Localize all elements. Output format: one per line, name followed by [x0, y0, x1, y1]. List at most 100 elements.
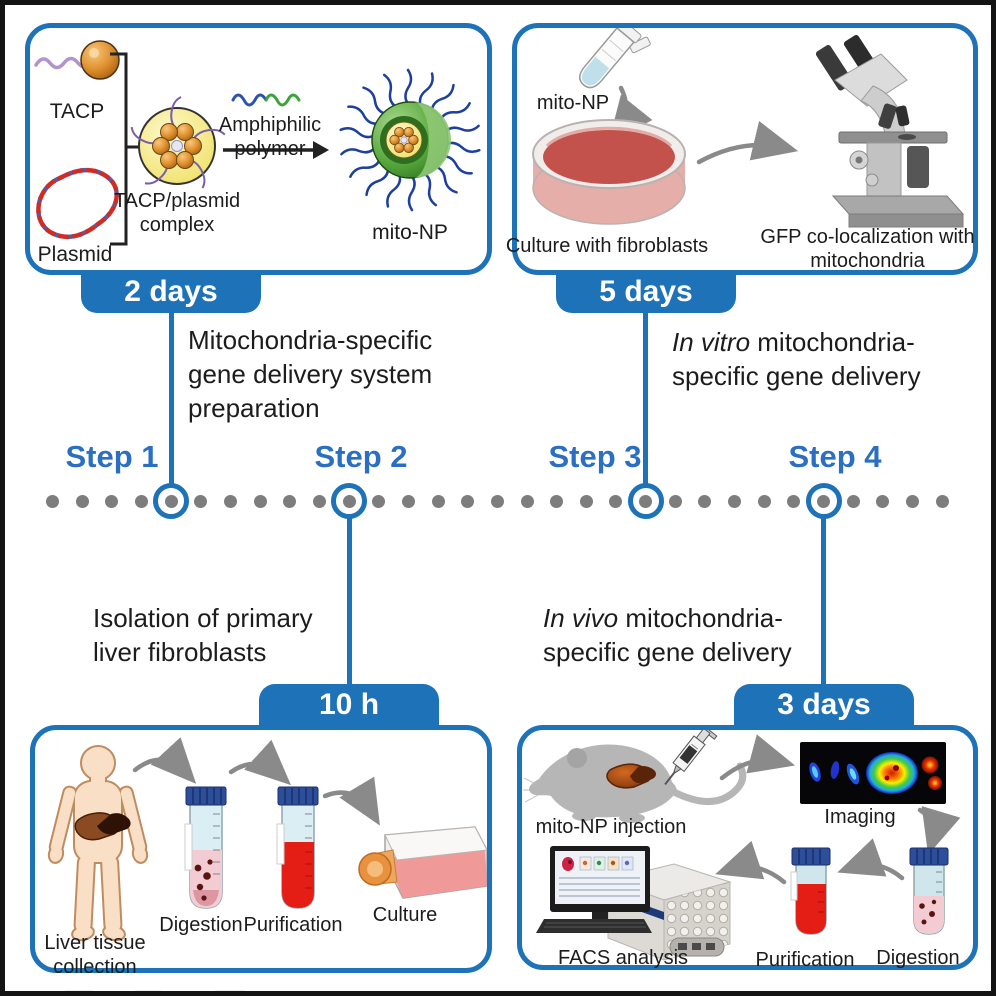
complex-icon	[130, 96, 226, 189]
mouse-icon	[523, 744, 747, 823]
liver-icon	[74, 812, 131, 841]
arrow-mouse-to-imaging	[719, 734, 796, 781]
timeline-dot	[846, 495, 860, 508]
arrow-purification-to-facs	[715, 840, 787, 885]
step-3-label: Step 3	[548, 439, 642, 474]
timeline-dot	[757, 495, 771, 508]
timeline-dot	[312, 495, 326, 508]
description-isolation: Isolation of primary liver fibroblasts	[93, 603, 313, 667]
microscope-label: GFP co-localization with mitochondria	[760, 226, 975, 272]
invivo-illustration	[523, 730, 961, 961]
arrow-dish-to-microscope	[696, 121, 799, 165]
isolation-illustration	[46, 737, 487, 943]
purification-tube-icon	[276, 786, 319, 909]
timeline-dot	[283, 495, 297, 508]
plasmid-icon	[36, 167, 119, 240]
digestion-tube-icon	[184, 786, 227, 909]
timeline-dot	[194, 495, 208, 508]
complex-label: TACP/plasmid complex	[113, 190, 241, 236]
description-invitro: In vitro mitochondria-specific gene deli…	[672, 325, 972, 393]
timeline-node-step2	[331, 483, 368, 519]
duration-badge-invivo: 3 days	[734, 684, 914, 726]
imaging-label: Imaging	[824, 806, 896, 828]
culture-label: Culture	[372, 904, 438, 926]
purification2-label: Purification	[755, 949, 855, 971]
digestion2-label: Digestion	[876, 947, 960, 969]
timeline-dot	[372, 495, 386, 508]
timeline-dot	[609, 495, 623, 508]
description-prep: Mitochondria-specific gene delivery syst…	[188, 325, 433, 423]
timeline-dot	[431, 495, 445, 508]
arrow-imaging-to-digestion	[917, 806, 961, 855]
invitro-italic: In vitro	[672, 327, 751, 357]
digestion-tube-icon	[909, 847, 949, 935]
step-4-label: Step 4	[788, 439, 882, 474]
imaging-panel-icon	[800, 742, 946, 804]
purification-label: Purification	[243, 914, 343, 936]
duration-badge-invitro: 5 days	[556, 271, 736, 313]
reaction-arrow	[223, 141, 329, 159]
timeline-dot	[520, 495, 534, 508]
human-body-icon	[46, 745, 150, 943]
connector-step4	[821, 517, 827, 687]
timeline-dot	[906, 495, 920, 508]
body-label: Liver tissue collection	[44, 932, 146, 978]
timeline-dots	[46, 495, 949, 508]
mito-np-icon	[339, 68, 481, 212]
timeline-dot	[579, 495, 593, 508]
timeline-dot	[490, 495, 504, 508]
timeline-dot	[75, 495, 89, 508]
timeline-node-dot	[164, 494, 178, 508]
invitro-rest: mitochondria-specific gene delivery	[672, 327, 921, 391]
timeline-node-dot	[639, 494, 653, 508]
arrow-purification-to-culture	[322, 776, 380, 826]
timeline-dot	[105, 495, 119, 508]
step-1-label: Step 1	[65, 439, 159, 474]
timeline-dot	[698, 495, 712, 508]
tacp-icon	[34, 40, 120, 80]
tube-label: mito-NP	[536, 92, 610, 114]
timeline-dot	[461, 495, 475, 508]
digestion-label: Digestion	[159, 914, 243, 936]
microscope-icon	[815, 34, 965, 228]
injection-label: mito-NP injection	[535, 816, 687, 838]
arrow-digestion-to-purification	[837, 838, 905, 881]
culture-flask-icon	[358, 826, 487, 899]
syringe-icon	[664, 730, 718, 786]
arrow-digestion-to-purification	[228, 739, 291, 786]
description-invivo: In vivo mitochondria-specific gene deliv…	[543, 601, 843, 669]
invivo-rest: mitochondria-specific gene delivery	[543, 603, 792, 667]
duration-badge-prep: 2 days	[81, 271, 261, 313]
petri-dish-icon	[532, 119, 686, 225]
step-2-label: Step 2	[314, 439, 408, 474]
duration-badge-isolation: 10 h	[259, 684, 439, 726]
connector-step2	[346, 517, 352, 687]
timeline-dot	[787, 495, 801, 508]
timeline-node-step1	[153, 483, 190, 519]
arrow-body-to-digestion	[132, 737, 197, 784]
timeline-dot	[401, 495, 415, 508]
invitro-illustration	[532, 28, 965, 228]
mouse-tail	[670, 762, 747, 805]
mito-np-label: mito-NP	[372, 221, 448, 244]
timeline-dot	[935, 495, 949, 508]
facs-monitor-icon	[536, 846, 652, 933]
timeline-node-step3	[627, 483, 664, 519]
timeline-dot	[668, 495, 682, 508]
timeline-node-step4	[805, 483, 842, 519]
facs-label: FACS analysis	[557, 947, 689, 969]
purification-tube-icon	[790, 847, 831, 935]
tube-icon	[578, 28, 651, 89]
polymer-label: Amphiphilic polymer	[218, 114, 322, 160]
dish-label: Culture with fibroblasts	[505, 235, 709, 257]
timeline-node-dot	[817, 494, 831, 508]
scan-artifact	[65, 990, 305, 991]
timeline-dot	[876, 495, 890, 508]
timeline-dot	[223, 495, 237, 508]
timeline-dot	[134, 495, 148, 508]
connector-step3	[643, 307, 649, 485]
amphiphilic-polymer-icon	[231, 93, 301, 107]
mouse-liver-icon	[606, 763, 656, 789]
prep-illustration	[34, 40, 481, 246]
